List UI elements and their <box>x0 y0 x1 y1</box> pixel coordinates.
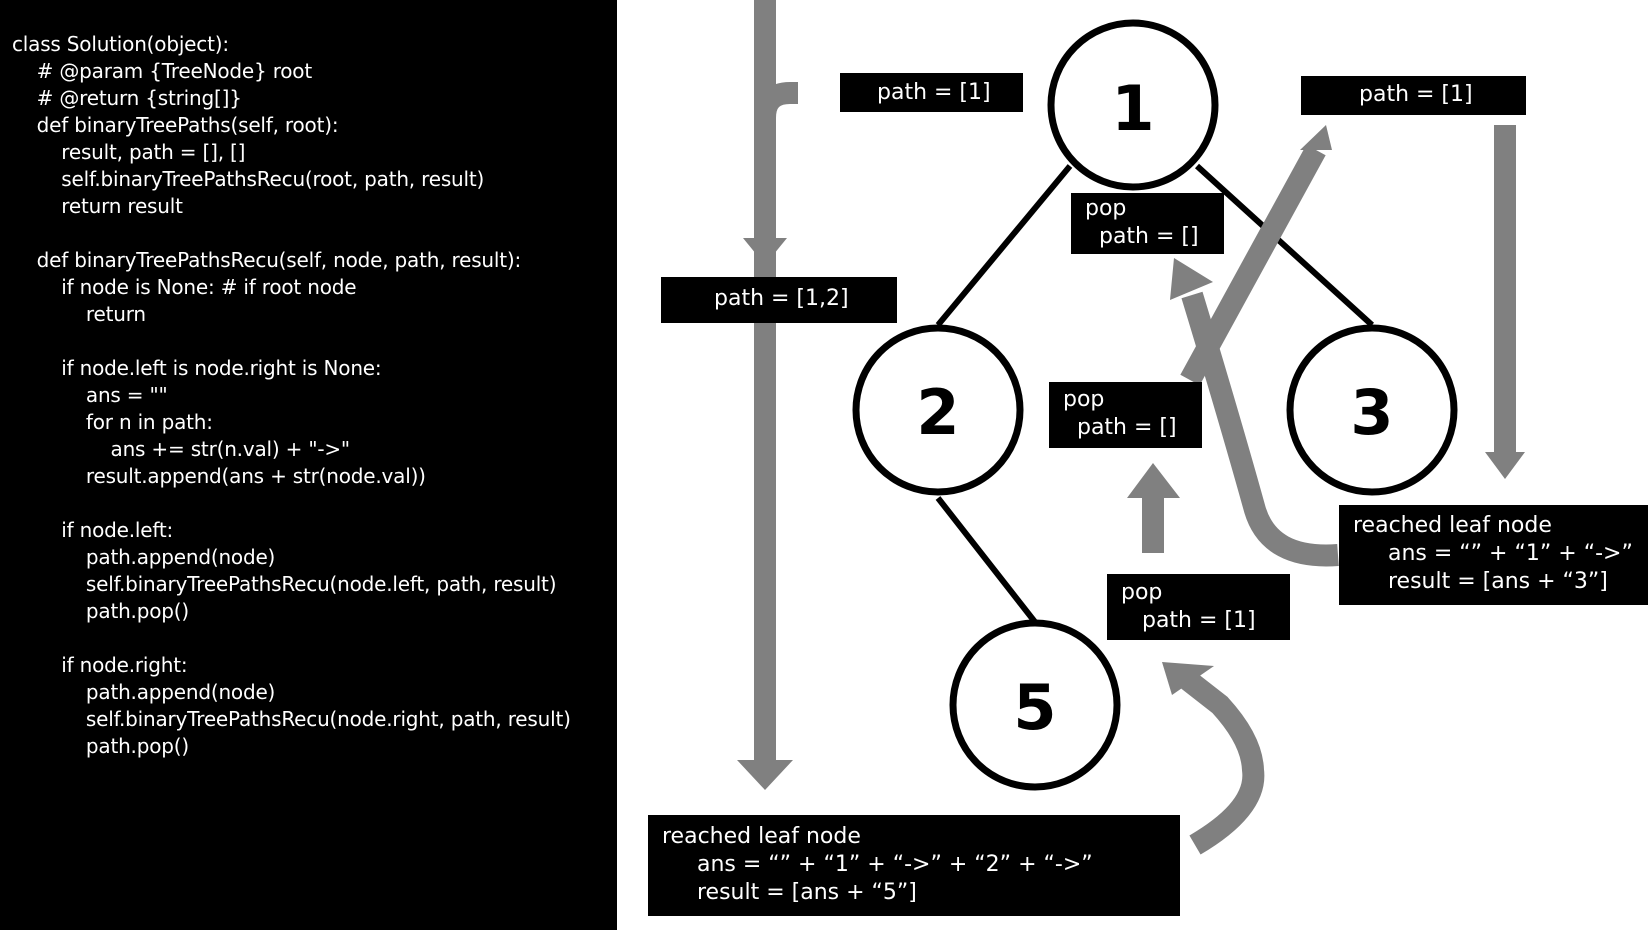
label-leaf-right-line-2: ans = “” + “1” + “->” <box>1353 541 1633 566</box>
label-pop-middle-line-1: pop <box>1063 387 1105 412</box>
code-line: ans += str(n.val) + "->" <box>12 437 351 461</box>
label-path-top-right-line: path = [1] <box>1359 82 1473 107</box>
label-leaf-right-line-1: reached leaf node <box>1353 513 1552 538</box>
edge-1-3 <box>1194 163 1375 328</box>
arrowhead-up-pop-bottom <box>1162 662 1214 695</box>
arrow-leaf3-to-pop-top <box>1181 291 1339 567</box>
label-pop-bottom: pop path = [1] <box>1107 574 1290 640</box>
label-pop-bottom-line-2: path = [1] <box>1121 608 1256 633</box>
edge-1-2 <box>935 164 1073 327</box>
code-line: if node is None: # if root node <box>12 275 357 299</box>
label-pop-middle: pop path = [] <box>1049 382 1202 448</box>
label-pop-top-line-2: path = [] <box>1085 224 1199 249</box>
tree-node-2-label: 2 <box>916 376 959 449</box>
label-path-left: path = [1,2] <box>661 277 897 323</box>
arrowhead-up-pop-middle <box>1127 463 1180 498</box>
code-line: def binaryTreePathsRecu(self, node, path… <box>12 248 522 272</box>
code-line: if node.left is node.right is None: <box>12 356 382 380</box>
arrowhead-down-node2 <box>743 238 787 265</box>
label-pop-middle-line-2: path = [] <box>1063 415 1177 440</box>
code-line: ans = "" <box>12 383 168 407</box>
code-line: for n in path: <box>12 410 213 434</box>
code-line: if node.right: <box>12 653 188 677</box>
code-line: path.append(node) <box>12 545 276 569</box>
edge-2-5 <box>935 496 1038 624</box>
label-leaf-right: reached leaf node ans = “” + “1” + “->” … <box>1339 505 1648 605</box>
label-pop-top-line-1: pop <box>1085 196 1127 221</box>
code-panel: class Solution(object): # @param {TreeNo… <box>0 0 617 930</box>
tree-node-1: 1 <box>1047 19 1219 191</box>
arrows <box>754 0 1516 855</box>
code-line: result, path = [], [] <box>12 140 246 164</box>
code-line: self.binaryTreePathsRecu(node.right, pat… <box>12 707 571 731</box>
tree-node-1-label: 1 <box>1111 72 1154 145</box>
label-leaf-right-line-3: result = [ans + “3”] <box>1353 569 1608 594</box>
label-path-left-line: path = [1,2] <box>714 286 849 311</box>
arrow-heads <box>737 125 1525 790</box>
code-line: return result <box>12 194 183 218</box>
label-leaf-bottom-line-2: ans = “” + “1” + “->” + “2” + “->” <box>662 852 1093 877</box>
tree-node-2: 2 <box>852 324 1024 496</box>
arrowhead-down-leaf5 <box>737 760 793 790</box>
code-line: def binaryTreePaths(self, root): <box>12 113 339 137</box>
label-pop-top: pop path = [] <box>1071 193 1224 254</box>
code-listing: class Solution(object): # @param {TreeNo… <box>12 31 571 760</box>
arrowhead-up-path-right <box>1300 125 1332 150</box>
label-leaf-bottom-line-1: reached leaf node <box>662 824 861 849</box>
label-leaf-bottom: reached leaf node ans = “” + “1” + “->” … <box>648 815 1180 916</box>
label-pop-bottom-line-1: pop <box>1121 580 1163 605</box>
tree-node-5: 5 <box>949 619 1121 791</box>
arrow-leaf5-to-pop-bottom <box>1181 671 1265 855</box>
tree-node-5-label: 5 <box>1013 671 1056 744</box>
code-line: self.binaryTreePathsRecu(node.left, path… <box>12 572 557 596</box>
label-path-top-right: path = [1] <box>1301 76 1526 115</box>
code-line: if node.left: <box>12 518 174 542</box>
code-line: # @param {TreeNode} root <box>12 59 313 83</box>
code-line: self.binaryTreePathsRecu(root, path, res… <box>12 167 485 191</box>
label-leaf-bottom-line-3: result = [ans + “5”] <box>662 880 917 905</box>
code-line: result.append(ans + str(node.val)) <box>12 464 426 488</box>
label-path-top-left-line: path = [1] <box>877 80 991 105</box>
code-line: path.pop() <box>12 734 189 758</box>
label-path-top-left: path = [1] <box>840 73 1023 112</box>
tree-node-3: 3 <box>1286 324 1458 496</box>
code-line: path.pop() <box>12 599 189 623</box>
tree-node-3-label: 3 <box>1350 376 1393 449</box>
code-line: return <box>12 302 146 326</box>
arrowhead-down-leaf3 <box>1485 452 1525 479</box>
code-line: path.append(node) <box>12 680 276 704</box>
code-line: # @return {string[]} <box>12 86 242 110</box>
arrowhead-up-pop-top <box>1170 258 1213 300</box>
code-line: class Solution(object): <box>12 32 229 56</box>
